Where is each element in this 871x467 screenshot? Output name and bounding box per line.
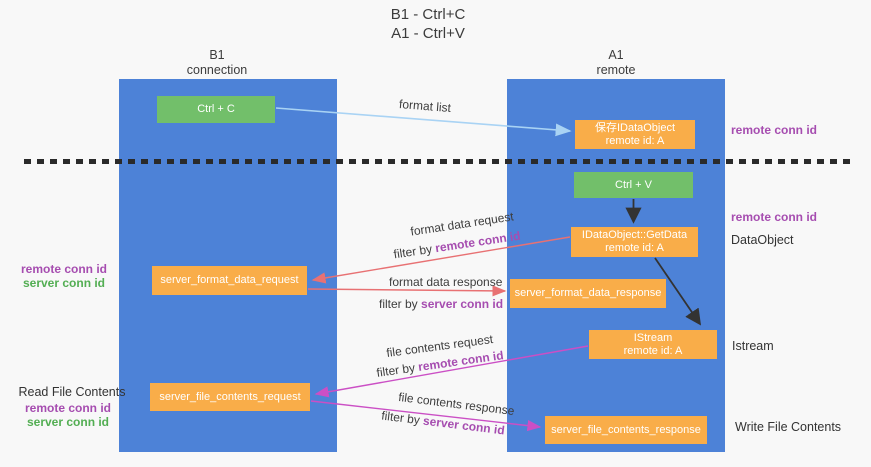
write-file-contents-label: Write File Contents <box>735 420 842 434</box>
server-format-data-response-box: server_format_data_response <box>510 279 666 308</box>
istream-side-label: Istream <box>732 339 774 353</box>
filter-by-text: filter by <box>379 297 422 311</box>
server-file-contents-response-label: server_file_contents_response <box>551 423 701 436</box>
istream-box: IStream remote id: A <box>589 330 717 359</box>
server-conn-id-key: server conn id <box>422 413 506 438</box>
lane-a1-title: A1 <box>608 48 624 62</box>
ctrl-c-box: Ctrl + C <box>157 96 275 123</box>
filter-by-text: filter by <box>380 408 425 428</box>
save-idataobject-box: 保存IDataObject remote id: A <box>575 120 695 149</box>
server-format-data-request-label: server_format_data_request <box>160 274 299 286</box>
dashed-divider <box>24 159 850 164</box>
right-remote-conn-id-label-2: remote conn id <box>731 210 818 224</box>
lane-b1-subtitle: connection <box>186 63 248 77</box>
server-file-contents-response-box: server_file_contents_response <box>545 416 707 444</box>
istream-line1: IStream <box>633 331 673 344</box>
left-remote-conn-id-label-1: remote conn id <box>20 262 107 276</box>
idataobject-getdata-box: IDataObject::GetData remote id: A <box>571 227 698 257</box>
lane-header-a1: A1 remote <box>556 48 676 78</box>
ctrl-c-label: Ctrl + C <box>197 103 235 115</box>
lane-a1-subtitle: remote <box>596 63 636 77</box>
dataobject-label: DataObject <box>731 233 794 247</box>
left-server-conn-id-label-1: server conn id <box>22 276 106 290</box>
left-remote-conn-id-label-2: remote conn id <box>24 401 111 415</box>
format-data-response-arrow <box>307 285 507 297</box>
istream-line2: remote id: A <box>623 344 683 357</box>
filter-by-text: filter by <box>392 241 437 262</box>
server-file-contents-request-label: server_file_contents_request <box>159 390 301 403</box>
format-list-label: format list <box>398 96 452 116</box>
format-data-response-filter-label: filter by server conn id <box>379 297 503 311</box>
getdata-line1: IDataObject::GetData <box>581 229 688 241</box>
read-file-contents-label: Read File Contents <box>18 385 126 399</box>
server-format-data-response-label: server_format_data_response <box>514 287 662 299</box>
left-server-conn-id-label-2: server conn id <box>26 415 110 429</box>
save-idataobject-line2: remote id: A <box>605 134 665 147</box>
lane-b1-title: B1 <box>209 48 225 62</box>
page-title: B1 - Ctrl+C A1 - Ctrl+V <box>278 5 578 43</box>
right-remote-conn-id-label-1: remote conn id <box>731 123 818 137</box>
ctrl-v-box: Ctrl + V <box>574 172 693 198</box>
format-data-response-label: format data response <box>389 275 503 289</box>
getdata-line2: remote id: A <box>605 242 664 254</box>
server-conn-id-key: server conn id <box>421 297 504 311</box>
title-line-1: B1 - Ctrl+C <box>390 6 466 23</box>
server-file-contents-request-box: server_file_contents_request <box>150 383 310 411</box>
ctrl-v-label: Ctrl + V <box>615 178 652 191</box>
server-format-data-request-box: server_format_data_request <box>152 266 307 295</box>
title-line-2: A1 - Ctrl+V <box>391 25 465 42</box>
save-idataobject-line1: 保存IDataObject <box>594 121 676 134</box>
lane-header-b1: B1 connection <box>157 48 277 78</box>
filter-by-text: filter by <box>375 360 420 380</box>
